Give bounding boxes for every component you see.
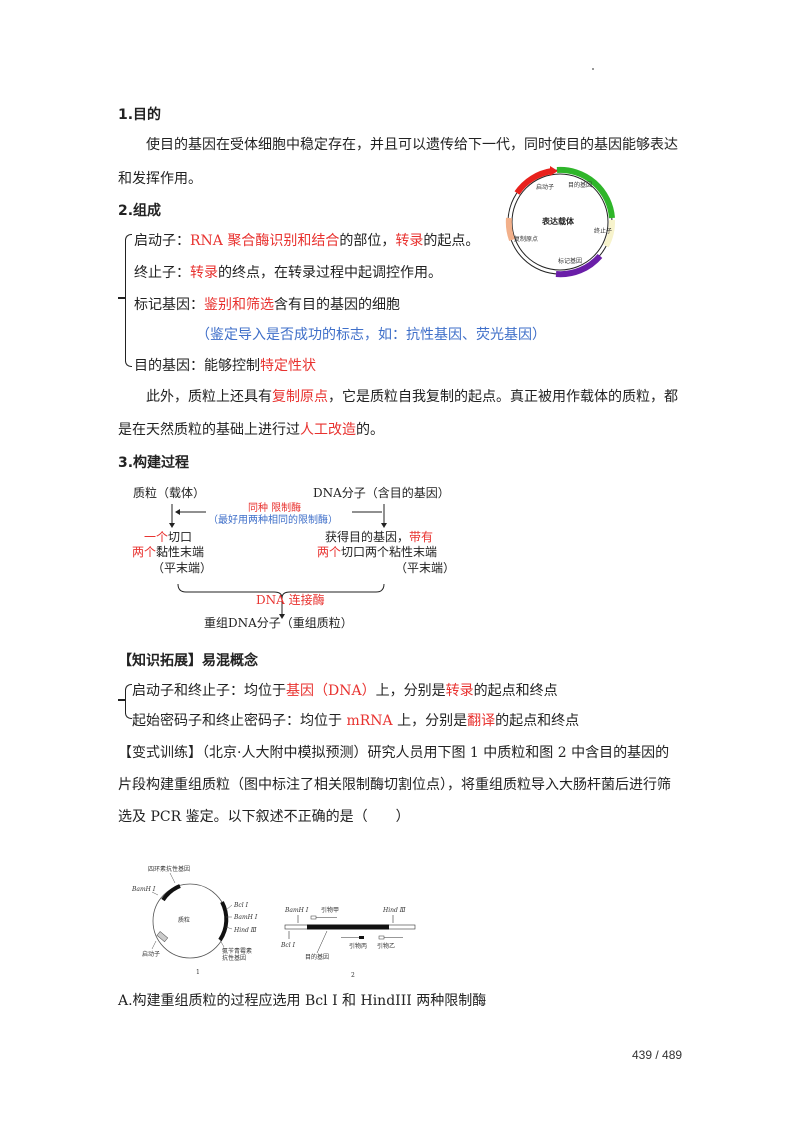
- vector-label-target-gene: 目的基因: [568, 182, 593, 189]
- figure-2-dna-fragment: BamH Ⅰ 引物甲 Hind Ⅲ Bcl Ⅰ 引物丙 引物乙 目的基因 2: [275, 885, 435, 985]
- flow-left-blunt: （平末端）: [152, 561, 213, 575]
- plasmid-ring-icon: [505, 166, 616, 278]
- flow-result-label: 重组DNA分子（重组质粒）: [204, 616, 353, 630]
- terminator-line: 终止子：转录的终点，在转录过程中起调控作用。: [134, 265, 442, 281]
- extension-brace-top: [125, 684, 132, 701]
- extension-brace-bottom: [125, 700, 132, 719]
- fig2-primer-c: 引物丙: [349, 943, 368, 950]
- section-heading-composition: 2.组成: [118, 203, 162, 219]
- fig1-caption: 1: [196, 969, 200, 976]
- fig1-tet-resistance: 四环素抗性基因: [148, 866, 191, 873]
- promoter-line: 启动子：RNA 聚合酶识别和结合的部位，转录的起点。: [134, 233, 480, 249]
- option-a: A.构建重组质粒的过程应选用 Bcl Ⅰ 和 HindIII 两种限制酶: [118, 993, 487, 1009]
- composition-brace-top: [125, 234, 132, 299]
- composition-brace-tip: [118, 297, 126, 299]
- dna-fragment-icon: [284, 915, 416, 954]
- fig1-bamh1-left: BamH Ⅰ: [132, 886, 156, 893]
- marker-gene-note: （鉴定导入是否成功的标志，如：抗性基因、荧光基因）: [196, 327, 546, 343]
- page-marker: [592, 68, 594, 70]
- flow-enzyme-note: （最好用两种相同的限制酶）: [208, 515, 338, 526]
- flow-dna-label: DNA分子（含目的基因）: [313, 486, 450, 500]
- flow-right-ends: 两个切口两个粘性末端: [317, 545, 438, 559]
- purpose-paragraph-line1: 使目的基因在受体细胞中稳定存在，并且可以遗传给下一代，同时使目的基因能够表达: [146, 137, 678, 153]
- flow-right-blunt: （平末端）: [395, 561, 456, 575]
- vector-label-promoter: 启动子: [536, 184, 555, 191]
- extension-heading: 【知识拓展】易混概念: [118, 653, 258, 669]
- fig1-center-label: 质粒: [178, 917, 191, 924]
- extension-brace-tip: [118, 699, 126, 701]
- vector-label-terminator: 终止子: [594, 228, 613, 235]
- fig2-target-gene: 目的基因: [305, 954, 330, 961]
- section-heading-construction: 3.构建过程: [118, 455, 190, 471]
- plasmid-map-icon: [151, 872, 233, 959]
- extension-line-promoter: 启动子和终止子：均位于基因（DNA）上，分别是转录的起点和终点: [132, 683, 558, 699]
- exercise-line2: 片段构建重组质粒（图中标注了相关限制酶切割位点），将重组质粒导入大肠杆菌后进行筛: [118, 777, 671, 793]
- fig2-caption: 2: [351, 972, 355, 979]
- fig1-bamh1-right: BamH Ⅰ: [234, 914, 258, 921]
- marker-gene-line: 标记基因：鉴别和筛选含有目的基因的细胞: [134, 297, 400, 313]
- flow-plasmid-label: 质粒（载体）: [133, 486, 206, 500]
- target-gene-line: 目的基因：能够控制特定性状: [134, 358, 316, 374]
- construction-flow-diagram: 质粒（载体） DNA分子（含目的基因） 同种 限制酶 （最好用两种相同的限制酶）…: [120, 478, 460, 638]
- fig2-bamh1: BamH Ⅰ: [285, 907, 309, 914]
- extension-line-codon: 起始密码子和终止密码子：均位于 mRNA 上，分别是翻译的起点和终点: [132, 713, 580, 729]
- section-heading-purpose: 1.目的: [118, 107, 162, 123]
- vector-center-label: 表达载体: [542, 216, 574, 226]
- vector-label-marker: 标记基因: [558, 258, 583, 265]
- flow-enzyme-label: 同种 限制酶: [248, 503, 302, 514]
- exercise-line3: 选及 PCR 鉴定。以下叙述不正确的是（ ）: [118, 809, 410, 825]
- fig1-hind3: Hind Ⅲ: [234, 927, 257, 934]
- flow-left-ends: 两个黏性末端: [132, 545, 205, 559]
- fig2-hind3: Hind Ⅲ: [383, 907, 406, 914]
- purpose-paragraph-line2: 和发挥作用。: [118, 171, 202, 187]
- vector-label-origin: 复制原点: [514, 236, 539, 243]
- flow-ligase-label: DNA 连接酶: [256, 593, 325, 607]
- expression-vector-diagram: 启动子 目的基因 表达载体 终止子 复制原点 标记基因: [500, 160, 620, 280]
- fig1-amp-resistance: 氨苄青霉素抗性基因: [222, 948, 253, 962]
- exercise-line1: 【变式训练】（北京·人大附中模拟预测）研究人员用下图 1 中质粒和图 2 中含目…: [118, 745, 670, 761]
- composition-brace-bottom: [125, 298, 132, 367]
- fig1-bcl1: Bcl Ⅰ: [234, 902, 248, 909]
- flow-arrows-icon: [169, 504, 387, 619]
- fig2-bcl1: Bcl Ⅰ: [281, 942, 295, 949]
- fig2-primer-b: 引物乙: [377, 943, 396, 950]
- replication-origin-line2: 是在天然质粒的基础上进行过人工改造的。: [118, 422, 384, 438]
- fig2-primer-a: 引物甲: [321, 907, 340, 914]
- fig1-promoter: 启动子: [142, 951, 161, 958]
- replication-origin-line1: 此外，质粒上还具有复制原点，它是质粒自我复制的起点。真正被用作载体的质粒，都: [146, 389, 678, 405]
- page-number: 439 / 489: [632, 1048, 683, 1062]
- flow-right-gene: 获得目的基因，带有: [325, 530, 434, 544]
- figure-1-plasmid: 四环素抗性基因 BamH Ⅰ 质粒 Bcl Ⅰ BamH Ⅰ Hind Ⅲ 氨苄…: [130, 855, 280, 985]
- flow-left-cut: 一个切口: [144, 530, 193, 544]
